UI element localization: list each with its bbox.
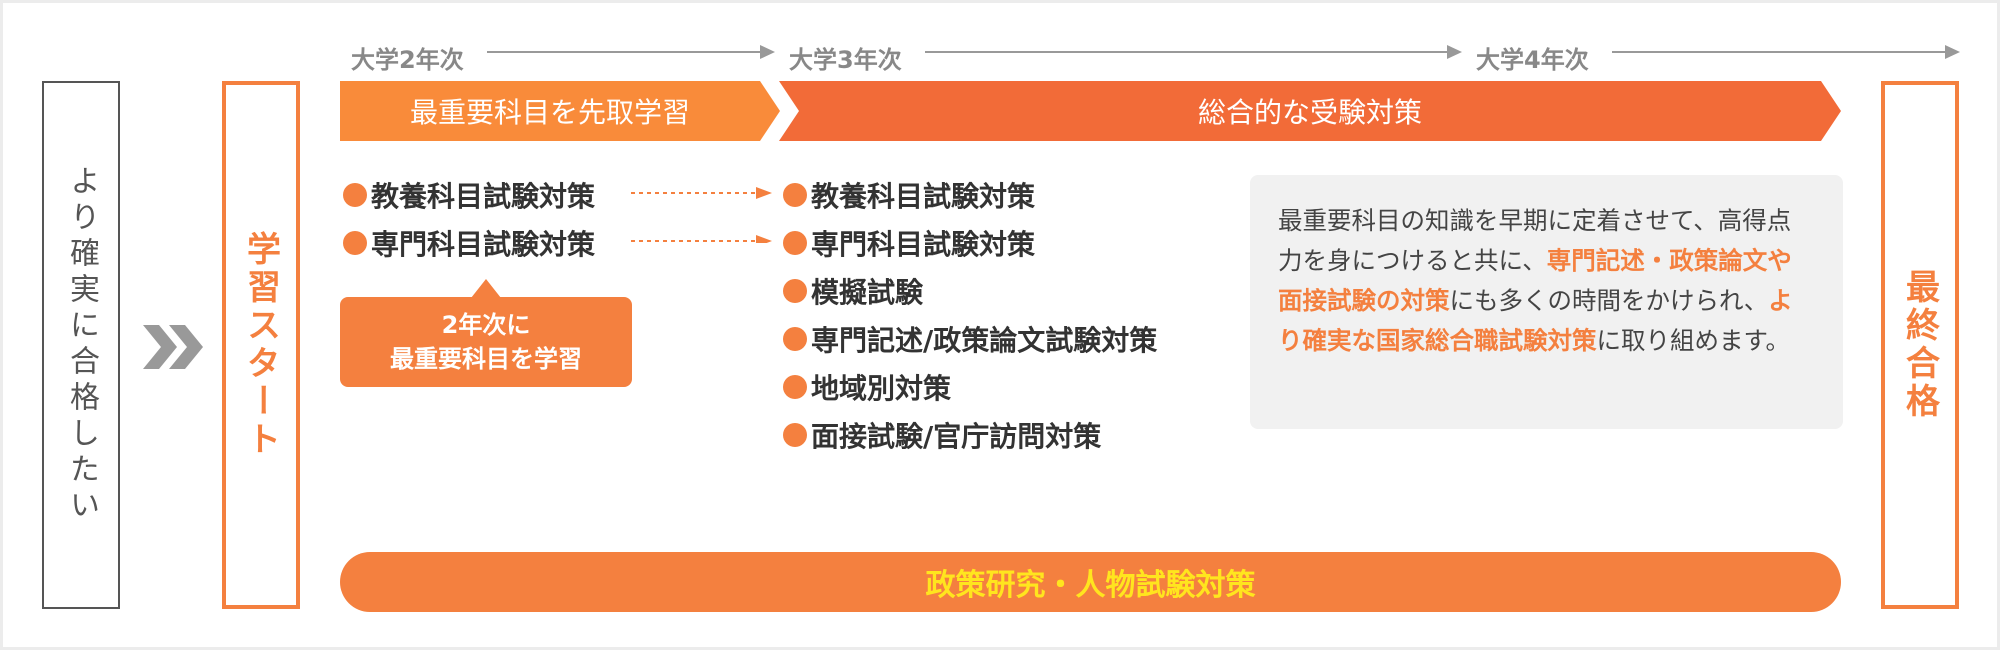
bullet-dot-icon — [783, 375, 807, 399]
final-pass-text: 最終合格 — [1899, 269, 1940, 421]
year-label-2: 大学2年次 — [351, 46, 464, 74]
bullet-dot-icon — [783, 231, 807, 255]
year2-item: 専門科目試験対策 — [343, 223, 595, 263]
year3-item: 専門科目試験対策 — [783, 223, 1035, 263]
year3-item: 専門記述/政策論文試験対策 — [783, 319, 1157, 359]
final-pass-box: 最終合格 — [1881, 81, 1959, 609]
timeline-arrows — [487, 45, 1960, 59]
phase-banner-1-label: 最重要科目を先取学習 — [409, 96, 690, 129]
goal-wish-box: より確実に合格したい — [42, 81, 120, 609]
bullet-dot-icon — [783, 183, 807, 207]
study-start-text: 学習スタート — [240, 231, 281, 459]
bullet-dot-icon — [343, 231, 367, 255]
year2-item: 教養科目試験対策 — [343, 175, 595, 215]
note-highlight-1: 専門記述・政策論文や面接試験の対策 — [1278, 246, 1792, 315]
year-label-3: 大学3年次 — [789, 46, 902, 74]
callout-line-2: 最重要科目を学習 — [390, 345, 582, 373]
explanation-note: 最重要科目の知識を早期に定着させて、高得点力を身につけると共に、専門記述・政策論… — [1250, 175, 1843, 429]
dashed-connector-arrows — [631, 187, 772, 243]
policy-interview-bar: 政策研究・人物試験対策 — [340, 552, 1841, 612]
flow-diagram: より確実に合格したい 学習スタート 最終合格 大学2年次 大学3年次 大学4年次… — [3, 3, 1997, 647]
phase-banner-1-shape — [340, 81, 780, 141]
double-chevron-right-icon — [143, 325, 203, 369]
year3-item: 模擬試験 — [783, 271, 923, 311]
year3-item: 教養科目試験対策 — [783, 175, 1035, 215]
phase-banner-2-label: 総合的な受験対策 — [1197, 96, 1422, 129]
year3-item: 地域別対策 — [783, 367, 951, 407]
bullet-dot-icon — [783, 423, 807, 447]
note-highlight-2: より確実な国家総合職試験対策 — [1278, 286, 1793, 355]
goal-wish-text: より確実に合格したい — [64, 165, 99, 525]
study-start-box: 学習スタート — [222, 81, 300, 609]
bullet-dot-icon — [783, 327, 807, 351]
callout-line-1: 2年次に — [441, 311, 531, 339]
phase-banner-2-shape — [779, 81, 1841, 141]
bullet-dot-icon — [783, 279, 807, 303]
callout-bubble: 2年次に 最重要科目を学習 — [340, 297, 632, 387]
bubble-pointer — [471, 279, 501, 298]
year3-item: 面接試験/官庁訪問対策 — [783, 415, 1101, 455]
year-label-4: 大学4年次 — [1476, 46, 1589, 74]
bullet-dot-icon — [343, 183, 367, 207]
